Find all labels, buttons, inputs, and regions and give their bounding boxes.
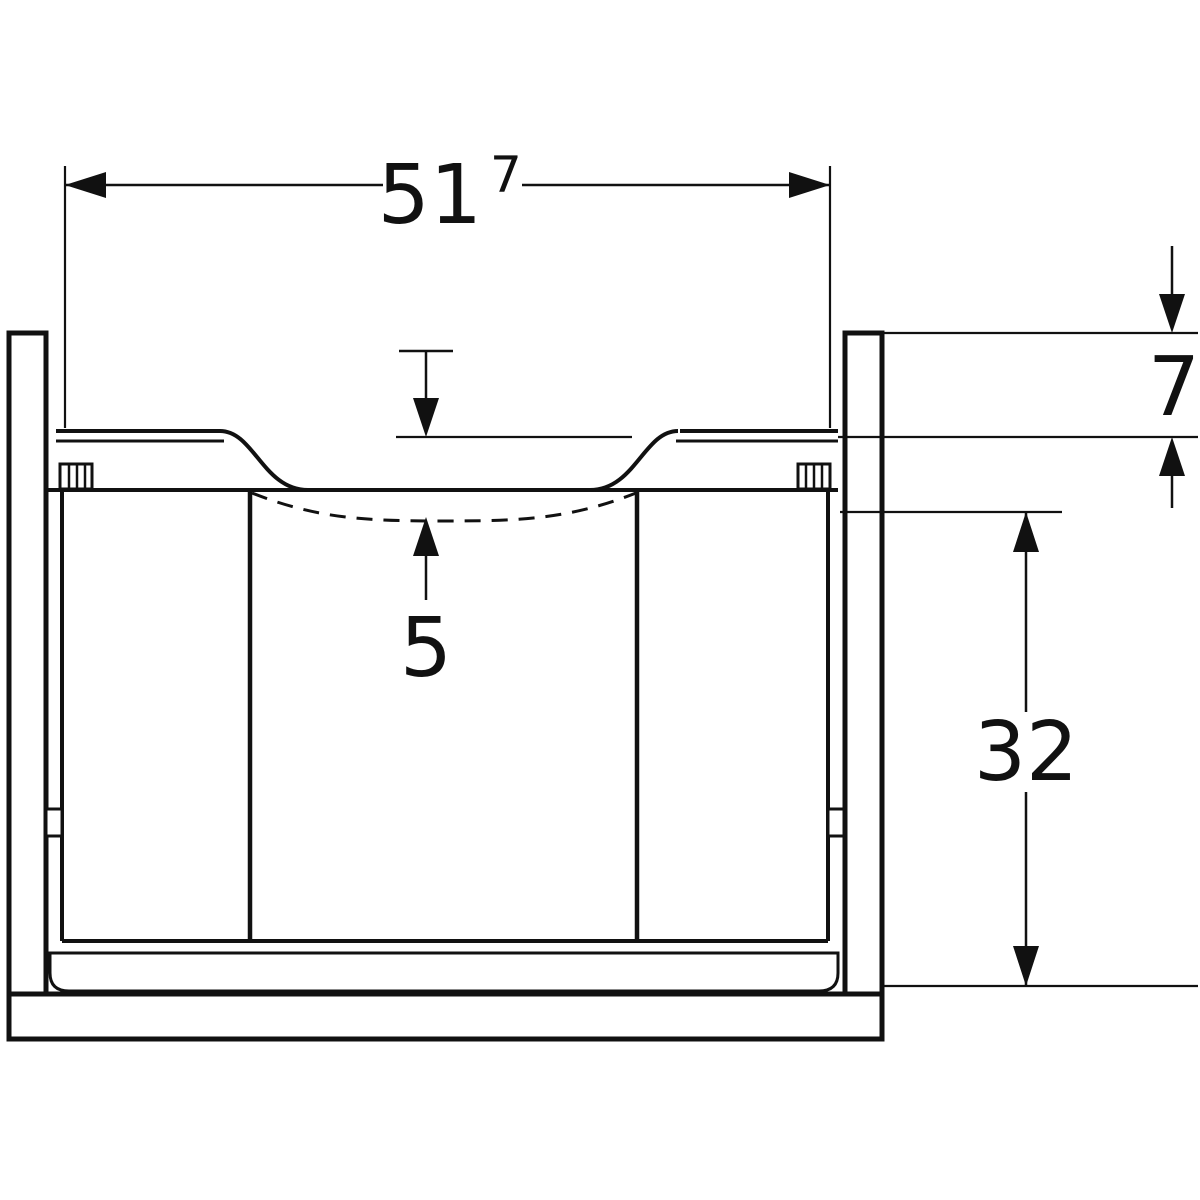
mounting-bracket-right [796,462,832,491]
dim-side-height-label: 32 [974,705,1078,800]
dimension-basin-recess: 5 [396,349,632,696]
right-side-panel [842,330,885,997]
left-side-panel [6,330,49,997]
dim-top-height-label: 7 [1148,340,1200,435]
recess-curve-right [589,429,679,492]
arrowhead-right-icon [789,172,830,198]
recess-curve-left [219,429,309,492]
dim-width-superscript: 7 [490,146,522,204]
plinth [6,991,885,1042]
hinge-left [44,807,64,838]
arrowhead-left-icon [65,172,106,198]
arrowhead-down-icon [1159,294,1185,333]
dimension-top-height: 7 [838,246,1200,508]
arrowhead-up-icon [1013,512,1039,552]
hinge-right [826,807,846,838]
bottom-panel [48,951,840,993]
arrowhead-up-icon [413,517,439,556]
arrowhead-up-icon [1159,437,1185,476]
dimension-side-height: 32 [840,510,1198,988]
basin-hidden-outline [251,491,637,523]
mounting-bracket-left [58,462,94,491]
arrowhead-down-icon [1013,946,1039,986]
dimension-width: 51 7 [63,146,832,428]
arrowhead-down-icon [413,398,439,437]
dim-width-label: 51 [378,148,482,243]
dim-basin-recess-label: 5 [400,601,452,696]
cabinet [6,330,885,1042]
